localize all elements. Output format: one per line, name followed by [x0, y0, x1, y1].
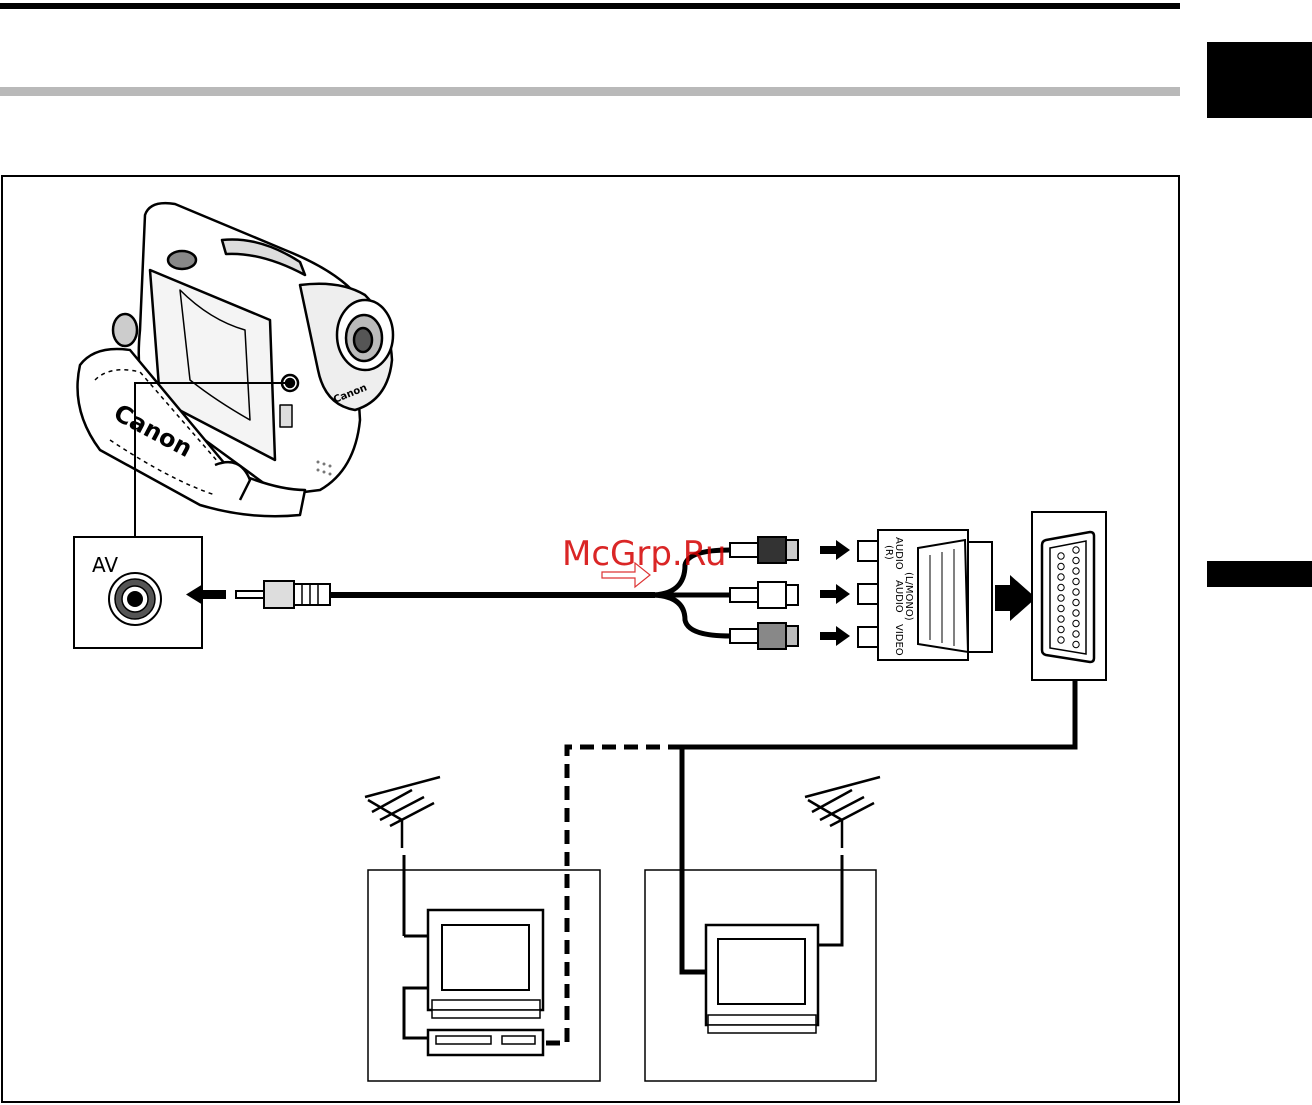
scart-pin: [1058, 616, 1064, 622]
scart-socket: [1032, 512, 1106, 680]
scart-pin: [1058, 574, 1064, 580]
scart-pin: [1058, 553, 1064, 559]
scart-pin: [1058, 595, 1064, 601]
antenna-right: [805, 777, 880, 848]
scart-pin: [1073, 578, 1079, 584]
watermark-text: McGrp.Ru: [562, 534, 726, 574]
scart-pin: [1073, 641, 1079, 647]
scart-pin: [1058, 563, 1064, 569]
scart-pin: [1073, 589, 1079, 595]
vcr-connection-dashed: [544, 747, 682, 1043]
camcorder-illustration: [78, 203, 394, 516]
scart-pin: [1073, 631, 1079, 637]
rca-plug-red: [730, 537, 798, 563]
rca-plug-white: [730, 582, 798, 608]
scart-pin: [1073, 599, 1079, 605]
scart-pin: [1073, 610, 1079, 616]
scart-pin: [1058, 584, 1064, 590]
scart-pin: [1073, 557, 1079, 563]
scart-pin: [1073, 568, 1079, 574]
av-port-label: AV: [92, 553, 118, 577]
antenna-left: [365, 777, 440, 848]
scart-pin: [1058, 626, 1064, 632]
scart-pin: [1058, 637, 1064, 643]
arrows-to-adapter: [820, 540, 850, 646]
scart-pin: [1058, 605, 1064, 611]
rca-plug-yellow: [730, 623, 798, 649]
scart-label-video: VIDEO: [893, 624, 904, 656]
scart-pin: [1073, 547, 1079, 553]
scart-adapter: [858, 530, 992, 660]
scart-label-audio-l: AUDIO (L/MONO): [893, 572, 914, 621]
arrow-to-scart-socket: [995, 575, 1036, 621]
scart-pin: [1073, 620, 1079, 626]
